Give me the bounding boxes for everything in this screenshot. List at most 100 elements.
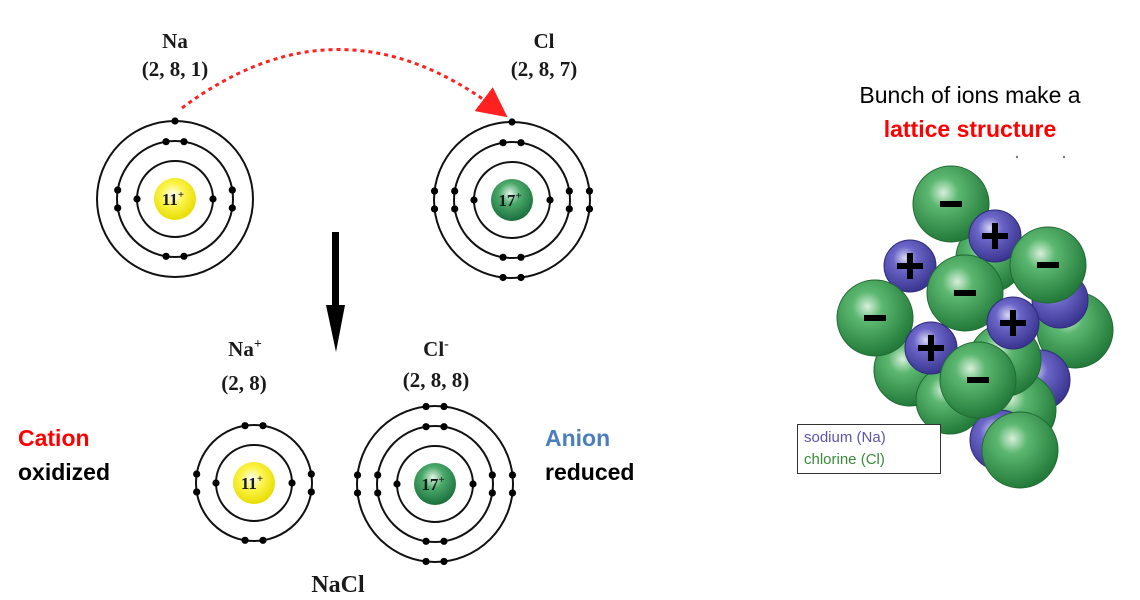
nucleus bbox=[233, 462, 275, 504]
electron bbox=[353, 489, 362, 497]
anion-subtitle: reduced bbox=[545, 459, 635, 485]
electron bbox=[162, 252, 170, 260]
cl-symbol: Cl bbox=[534, 29, 555, 53]
lattice-title-line2: lattice structure bbox=[883, 116, 1057, 142]
electron bbox=[133, 195, 141, 203]
cl-config: (2, 8, 7) bbox=[511, 57, 578, 81]
chloride-ion-sphere bbox=[981, 411, 1059, 489]
electron bbox=[259, 536, 267, 544]
electron bbox=[499, 139, 507, 147]
lattice-title-line1: Bunch of ions make a bbox=[859, 82, 1081, 108]
electron-shell-2 bbox=[116, 140, 234, 258]
electron bbox=[430, 205, 439, 213]
electron bbox=[488, 489, 496, 497]
electron bbox=[162, 138, 170, 146]
nucleus-charge-label: 11+ bbox=[241, 473, 263, 493]
na-config: (2, 8, 1) bbox=[142, 57, 209, 81]
electron bbox=[374, 471, 382, 479]
plus-sign bbox=[982, 223, 1008, 249]
electron bbox=[209, 195, 217, 203]
electron bbox=[430, 187, 439, 195]
electron bbox=[565, 187, 573, 195]
electron bbox=[508, 471, 517, 479]
compound-label: NaCl bbox=[311, 572, 365, 598]
stray-mark bbox=[1062, 155, 1066, 159]
electron bbox=[422, 537, 430, 545]
nacl-lattice-illustration bbox=[836, 165, 1114, 489]
anion-title: Anion bbox=[545, 425, 611, 451]
nucleus bbox=[414, 463, 456, 505]
electron bbox=[469, 480, 477, 488]
electron bbox=[488, 471, 496, 479]
nucleus-charge-label: 11+ bbox=[162, 189, 184, 209]
electron bbox=[451, 205, 459, 213]
lattice-title: Bunch of ions make a lattice structure bbox=[800, 78, 1140, 146]
na-atom-diagram: 11+ bbox=[96, 117, 254, 278]
electron-shell-2 bbox=[453, 141, 571, 259]
electron bbox=[451, 187, 459, 195]
cation-title: Cation bbox=[18, 425, 90, 451]
reaction-arrow bbox=[326, 232, 345, 352]
electron bbox=[114, 204, 122, 212]
electron bbox=[517, 273, 525, 282]
electron bbox=[585, 187, 594, 195]
lattice-legend: sodium (Na) chlorine (Cl) bbox=[797, 424, 941, 474]
plus-sign bbox=[918, 335, 944, 361]
electron bbox=[393, 480, 401, 488]
electron bbox=[114, 186, 122, 194]
electron bbox=[422, 423, 430, 431]
electron bbox=[353, 471, 362, 479]
legend-sodium: sodium (Na) bbox=[804, 429, 886, 446]
minus-sign bbox=[954, 290, 976, 296]
anion-block: Anion reduced bbox=[545, 421, 634, 489]
electron-shell-2 bbox=[195, 424, 313, 542]
electron bbox=[422, 402, 430, 411]
electron bbox=[374, 489, 382, 497]
electron bbox=[546, 196, 554, 204]
electron bbox=[440, 537, 448, 545]
electron bbox=[470, 196, 478, 204]
minus-sign bbox=[967, 377, 989, 383]
electron bbox=[440, 557, 448, 566]
cl-atom-diagram: 17+ bbox=[430, 118, 594, 282]
electron-shell-3 bbox=[356, 405, 514, 563]
electron-transfer-arrow bbox=[181, 48, 508, 118]
cl-ion-label: Cl- bbox=[423, 337, 449, 361]
nucleus-charge-label: 17+ bbox=[498, 190, 521, 210]
na-ion-label: Na+ bbox=[228, 337, 262, 361]
cation-block: Cation oxidized bbox=[18, 421, 110, 489]
electron bbox=[228, 186, 236, 194]
electron bbox=[171, 117, 179, 125]
na-symbol: Na bbox=[162, 29, 188, 53]
electron bbox=[288, 479, 296, 487]
electron bbox=[517, 139, 525, 147]
electron bbox=[307, 470, 315, 478]
electron bbox=[180, 138, 188, 146]
electron bbox=[212, 479, 220, 487]
minus-sign bbox=[940, 201, 962, 207]
electron bbox=[193, 470, 201, 478]
electron bbox=[180, 252, 188, 260]
electron bbox=[241, 536, 249, 544]
electron bbox=[440, 423, 448, 431]
electron bbox=[499, 253, 507, 261]
cl-ion-diagram: 17+ bbox=[353, 402, 517, 566]
electron bbox=[508, 489, 517, 497]
electron bbox=[508, 118, 516, 126]
electron bbox=[241, 422, 249, 430]
nucleus bbox=[491, 179, 533, 221]
plus-sign bbox=[1000, 310, 1026, 336]
electron bbox=[259, 422, 267, 430]
electron bbox=[422, 557, 430, 566]
minus-sign bbox=[864, 315, 886, 321]
electron bbox=[565, 205, 573, 213]
minus-sign bbox=[1037, 262, 1059, 268]
electron bbox=[499, 273, 507, 282]
electron-shell-2 bbox=[376, 425, 494, 543]
electron bbox=[193, 488, 201, 496]
legend-chlorine: chlorine (Cl) bbox=[804, 451, 885, 468]
electron bbox=[585, 205, 594, 213]
plus-sign bbox=[897, 253, 923, 279]
nucleus bbox=[154, 178, 196, 220]
